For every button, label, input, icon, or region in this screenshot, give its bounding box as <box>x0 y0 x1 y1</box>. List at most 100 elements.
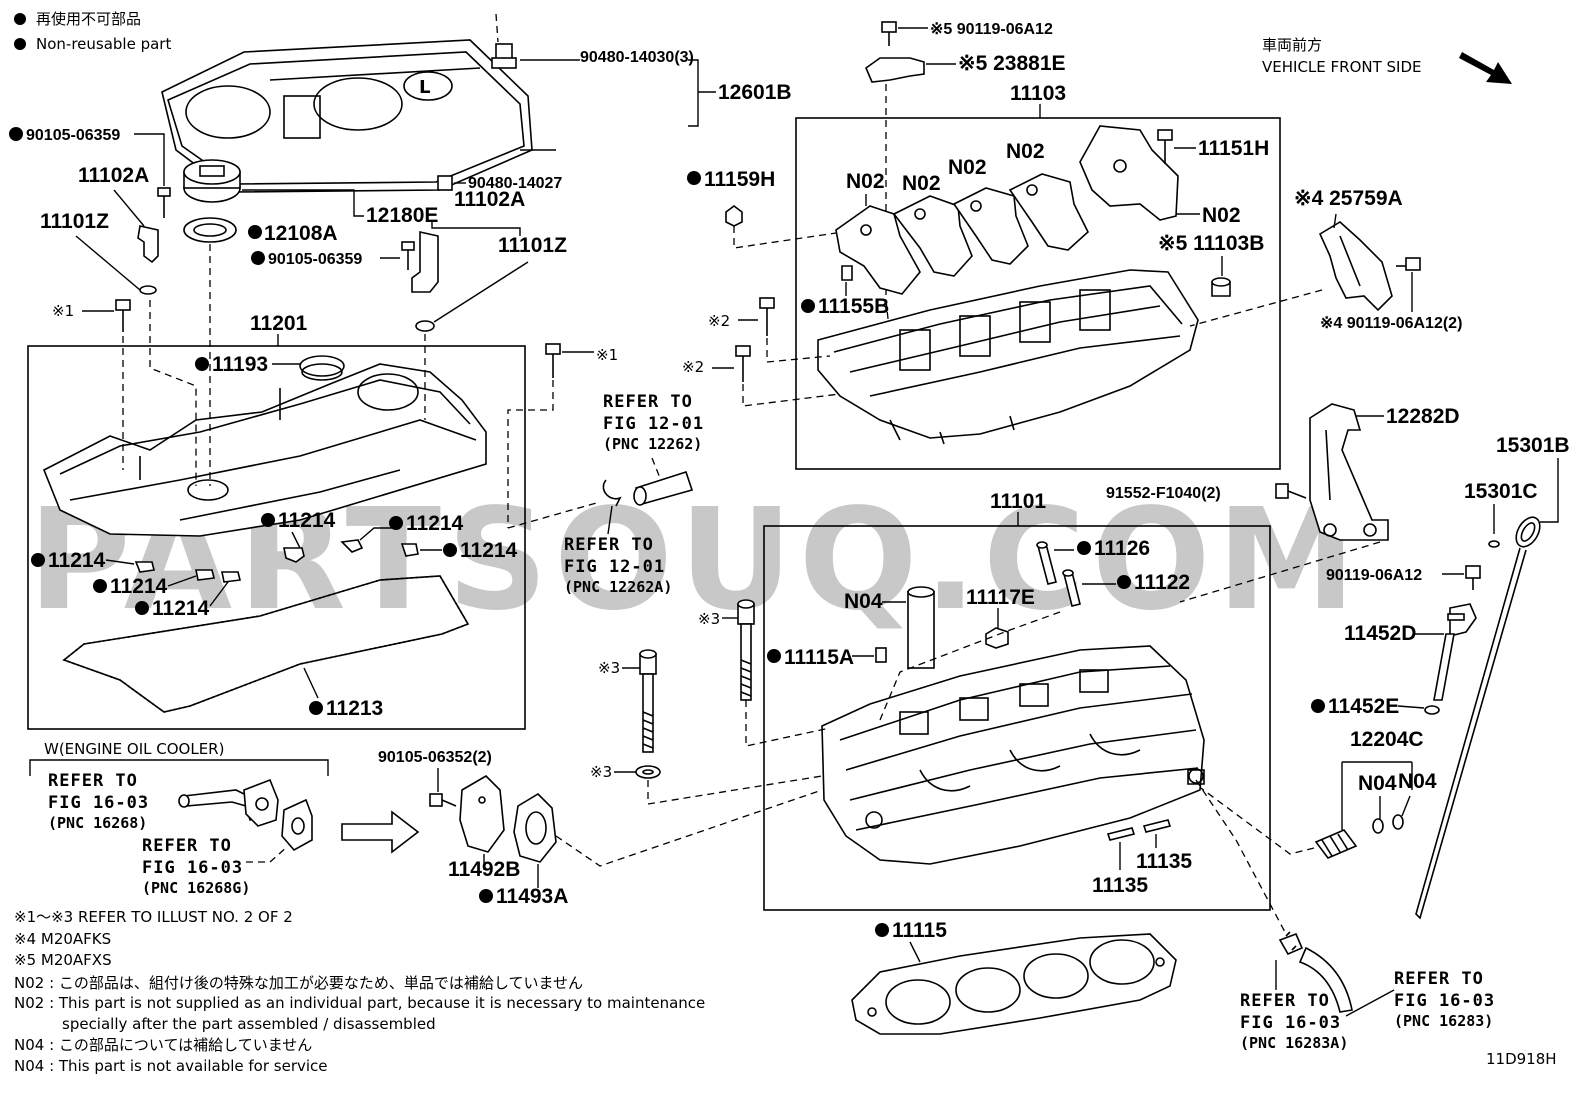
legend-en: Non-reusable part <box>36 35 171 53</box>
pin-11115a-drawing <box>875 647 887 663</box>
bolt-90119-06a12-2-drawing <box>1396 257 1421 271</box>
label-11214-4: 11214 <box>48 549 106 572</box>
pin-11126-drawing <box>1036 541 1057 585</box>
bolt-m1-a-drawing <box>115 299 131 332</box>
oring-15301c-drawing <box>1488 540 1500 548</box>
label-12204c: 12204C <box>1350 728 1424 751</box>
label-90119-06a12-top: ※5 90119-06A12 <box>930 21 1053 38</box>
label-11103: 11103 <box>1010 82 1066 105</box>
label-11151h: 11151H <box>1198 137 1269 160</box>
legend-jp: 再使用不可部品 <box>36 10 141 28</box>
camshaft-housing-group-box <box>795 117 1281 470</box>
ref-fig12-01-a-l1: REFER TO <box>603 392 693 412</box>
label-n02-4: N02 <box>1006 140 1045 163</box>
bolt-90119-06a12-c-drawing <box>1465 565 1481 590</box>
washer-drawing <box>635 765 661 779</box>
bolt-91552-drawing <box>1275 483 1307 499</box>
pin-11122-drawing <box>1062 569 1081 607</box>
label-11103b: ※5 11103B <box>1158 232 1264 255</box>
bolt-90105-06352-drawing <box>429 793 457 807</box>
mark-3-a: ※3 <box>698 610 720 628</box>
label-11214-3: 11214 <box>460 539 518 562</box>
mark-1-b: ※1 <box>596 346 618 364</box>
cylinder-head-drawing <box>821 645 1205 865</box>
label-11214-1: 11214 <box>278 509 336 532</box>
legend-dot-jp-icon <box>14 13 26 25</box>
ref-fig16-03-d-l2: FIG 16-03 <box>1394 991 1495 1011</box>
pin-11155b-drawing <box>841 265 853 281</box>
ref-fig12-01-b-l2: FIG 12-01 <box>564 557 665 577</box>
note-0: ※1～※3 REFER TO ILLUST NO. 2 OF 2 <box>14 908 293 926</box>
label-12180e: 12180E <box>366 204 438 227</box>
sleeve-n04-drawing <box>907 586 935 669</box>
grommet-drawing <box>491 43 517 69</box>
pcv-hose-drawing <box>602 470 694 507</box>
label-15301c: 15301C <box>1464 480 1538 503</box>
head-cover-gasket-drawing <box>62 575 470 713</box>
camshaft-caps-drawing <box>835 125 1179 295</box>
label-11115a: 11115A <box>784 646 854 669</box>
label-n04-c: N04 <box>844 590 883 613</box>
label-11492b: 11492B <box>448 858 520 881</box>
bracket-25759a-drawing <box>1318 221 1393 312</box>
label-90480-14030: 90480-14030(3) <box>580 49 694 66</box>
label-11213: 11213 <box>326 697 383 720</box>
bolt-drawing <box>157 187 171 218</box>
oil-cooler-gasket-drawing <box>281 798 313 852</box>
label-11452d: 11452D <box>1344 622 1416 645</box>
head-bolt-b-drawing <box>639 649 657 753</box>
ref-fig16-03-d-l3: (PNC 16283) <box>1394 1012 1493 1030</box>
label-11101z-a: 11101Z <box>40 210 109 233</box>
oil-filler-cap-drawing <box>183 159 241 243</box>
ref-fig16-03-d-l1: REFER TO <box>1394 969 1484 989</box>
ref-fig16-03-a-l3: (PNC 16268) <box>48 814 147 832</box>
label-11201: 11201 <box>250 312 308 335</box>
gasket-11493a-drawing <box>513 792 557 863</box>
ref-fig16-03-a-l2: FIG 16-03 <box>48 793 149 813</box>
arrow-right-icon <box>341 810 420 854</box>
head-bolt-a-drawing <box>737 599 755 701</box>
label-11493a: 11493A <box>496 885 568 908</box>
head-cover-group-box <box>27 345 526 730</box>
label-11135-a: 11135 <box>1092 874 1148 897</box>
label-90480-14027: 90480-14027 <box>468 175 562 192</box>
label-11214-2: 11214 <box>406 512 464 535</box>
label-n04-a: N04 <box>1358 772 1397 795</box>
bolt-m1-b-drawing <box>545 343 561 378</box>
ref-fig16-03-c-l2: FIG 16-03 <box>1240 1013 1341 1033</box>
head-gasket-drawing <box>851 933 1177 1035</box>
label-11155b: 11155B <box>818 295 889 318</box>
note-3: N02 : この部品は、組付け後の特殊な加工が必要なため、単品では補給していませ… <box>14 974 583 992</box>
legend-dot-en-icon <box>14 38 26 50</box>
label-n02-1: N02 <box>846 170 885 193</box>
nut-11159h-drawing <box>725 205 743 227</box>
pcv-valve-drawing <box>1314 814 1404 859</box>
label-15301b: 15301B <box>1496 434 1570 457</box>
note-5: specially after the part assembled / dis… <box>62 1015 436 1033</box>
cylinder-head-group-box <box>763 525 1271 911</box>
ref-fig16-03-c-l3: (PNC 16283A) <box>1240 1034 1348 1052</box>
label-23881e: ※5 23881E <box>958 52 1066 75</box>
ref-fig12-01-b-l1: REFER TO <box>564 535 654 555</box>
label-11122: 11122 <box>1134 571 1190 594</box>
label-11115: 11115 <box>892 919 947 942</box>
leader-12601b <box>495 13 499 43</box>
pins-11135-drawing <box>1106 819 1172 841</box>
label-11452e: 11452E <box>1328 695 1399 718</box>
mark-2-b: ※2 <box>682 358 704 376</box>
label-25759a: ※4 25759A <box>1294 187 1403 210</box>
front-arrow-icon <box>1459 52 1512 84</box>
bracket-23881e-drawing <box>865 57 925 83</box>
note-6: N04 : この部品については補給していません <box>14 1036 312 1054</box>
ref-fig16-03-b-l3: (PNC 16268G) <box>142 879 250 897</box>
bracket-12282d-drawing <box>1309 403 1389 541</box>
label-n04-b: N04 <box>1398 770 1437 793</box>
label-n02-2: N02 <box>902 172 941 195</box>
label-12282d: 12282D <box>1386 405 1460 428</box>
bolt-top-drawing <box>881 21 897 46</box>
oring-11452e-drawing <box>1424 705 1440 715</box>
mark-3-b: ※3 <box>598 659 620 677</box>
label-11101z-b: 11101Z <box>498 234 567 257</box>
cylinder-head-cover-drawing <box>42 363 487 537</box>
